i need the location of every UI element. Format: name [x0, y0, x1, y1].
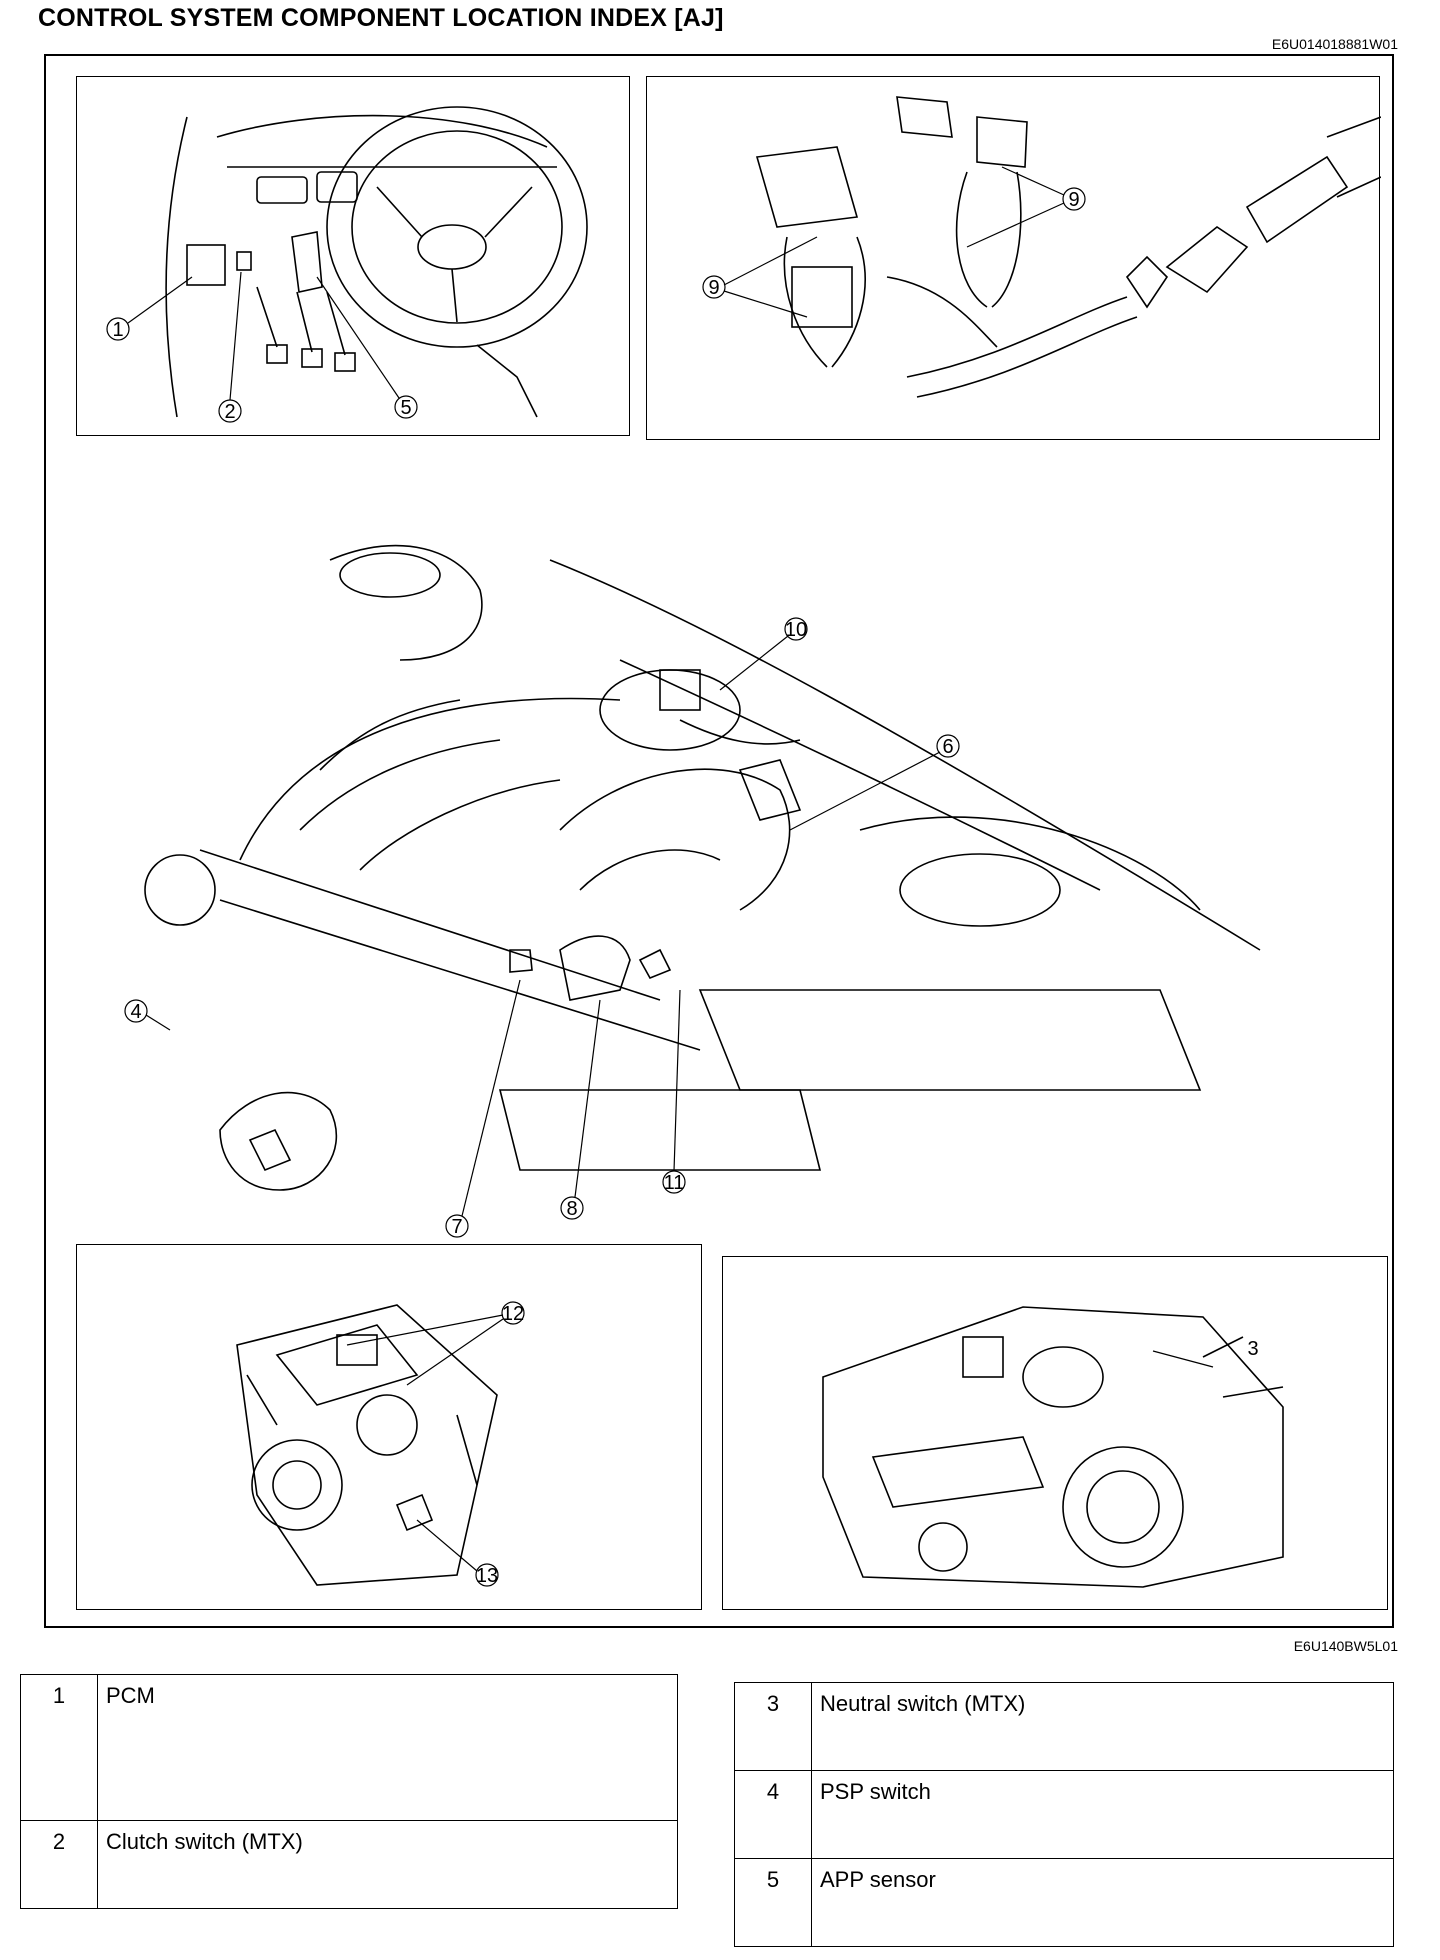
- legend-label: Clutch switch (MTX): [97, 1820, 678, 1909]
- figure-code: E6U140BW5L01: [1293, 1638, 1398, 1654]
- panel-engine-front: 12 13: [76, 1244, 702, 1610]
- panel-exhaust: 9 9: [646, 76, 1382, 440]
- callout-7: 7: [451, 1216, 462, 1238]
- legend-number: 5: [734, 1858, 812, 1947]
- page-title: CONTROL SYSTEM COMPONENT LOCATION INDEX …: [38, 4, 724, 32]
- callout-9-lower: 9: [708, 277, 719, 299]
- callout-6: 6: [942, 736, 953, 758]
- callout-9-upper: 9: [1068, 189, 1079, 211]
- legend-number: 1: [20, 1674, 98, 1821]
- figure-frame: [44, 54, 1394, 1628]
- legend-table-left: 1 PCM 2 Clutch switch (MTX): [20, 1674, 678, 1909]
- legend-number: 4: [734, 1770, 812, 1859]
- engine-front-illustration: 12 13: [236, 1301, 525, 1587]
- table-row: 1 PCM: [20, 1674, 678, 1821]
- panel-transaxle: 3: [722, 1256, 1388, 1610]
- callout-3: 3: [1247, 1338, 1258, 1360]
- callout-10: 10: [785, 619, 807, 641]
- legend-label: APP sensor: [811, 1858, 1394, 1947]
- engine-bay-illustration: 10 6 4 7 8 11: [124, 544, 1261, 1238]
- table-row: 3 Neutral switch (MTX): [734, 1682, 1394, 1771]
- table-row: 4 PSP switch: [734, 1770, 1394, 1859]
- callout-4: 4: [130, 1001, 141, 1023]
- transaxle-illustration: 3: [822, 1306, 1284, 1588]
- callout-11: 11: [664, 1172, 685, 1194]
- panel-dashboard: 1 2 5: [76, 76, 630, 436]
- legend-label: PSP switch: [811, 1770, 1394, 1859]
- callout-8: 8: [566, 1198, 577, 1220]
- legend-label: PCM: [97, 1674, 678, 1821]
- exhaust-illustration: 9 9: [702, 96, 1382, 398]
- table-row: 5 APP sensor: [734, 1858, 1394, 1947]
- document-code: E6U014018881W01: [1271, 36, 1398, 52]
- callout-3-leader: [1152, 1350, 1214, 1368]
- legend-table-right: 3 Neutral switch (MTX) 4 PSP switch 5 AP…: [734, 1682, 1394, 1947]
- callout-2: 2: [224, 401, 235, 423]
- legend-number: 2: [20, 1820, 98, 1909]
- legend-label: Neutral switch (MTX): [811, 1682, 1394, 1771]
- legend-number: 3: [734, 1682, 812, 1771]
- callout-5: 5: [400, 397, 411, 419]
- callout-13: 13: [476, 1565, 498, 1587]
- table-row: 2 Clutch switch (MTX): [20, 1820, 678, 1909]
- callout-1: 1: [112, 319, 123, 341]
- dashboard-illustration: 1 2 5: [106, 106, 588, 423]
- callout-12: 12: [502, 1303, 524, 1325]
